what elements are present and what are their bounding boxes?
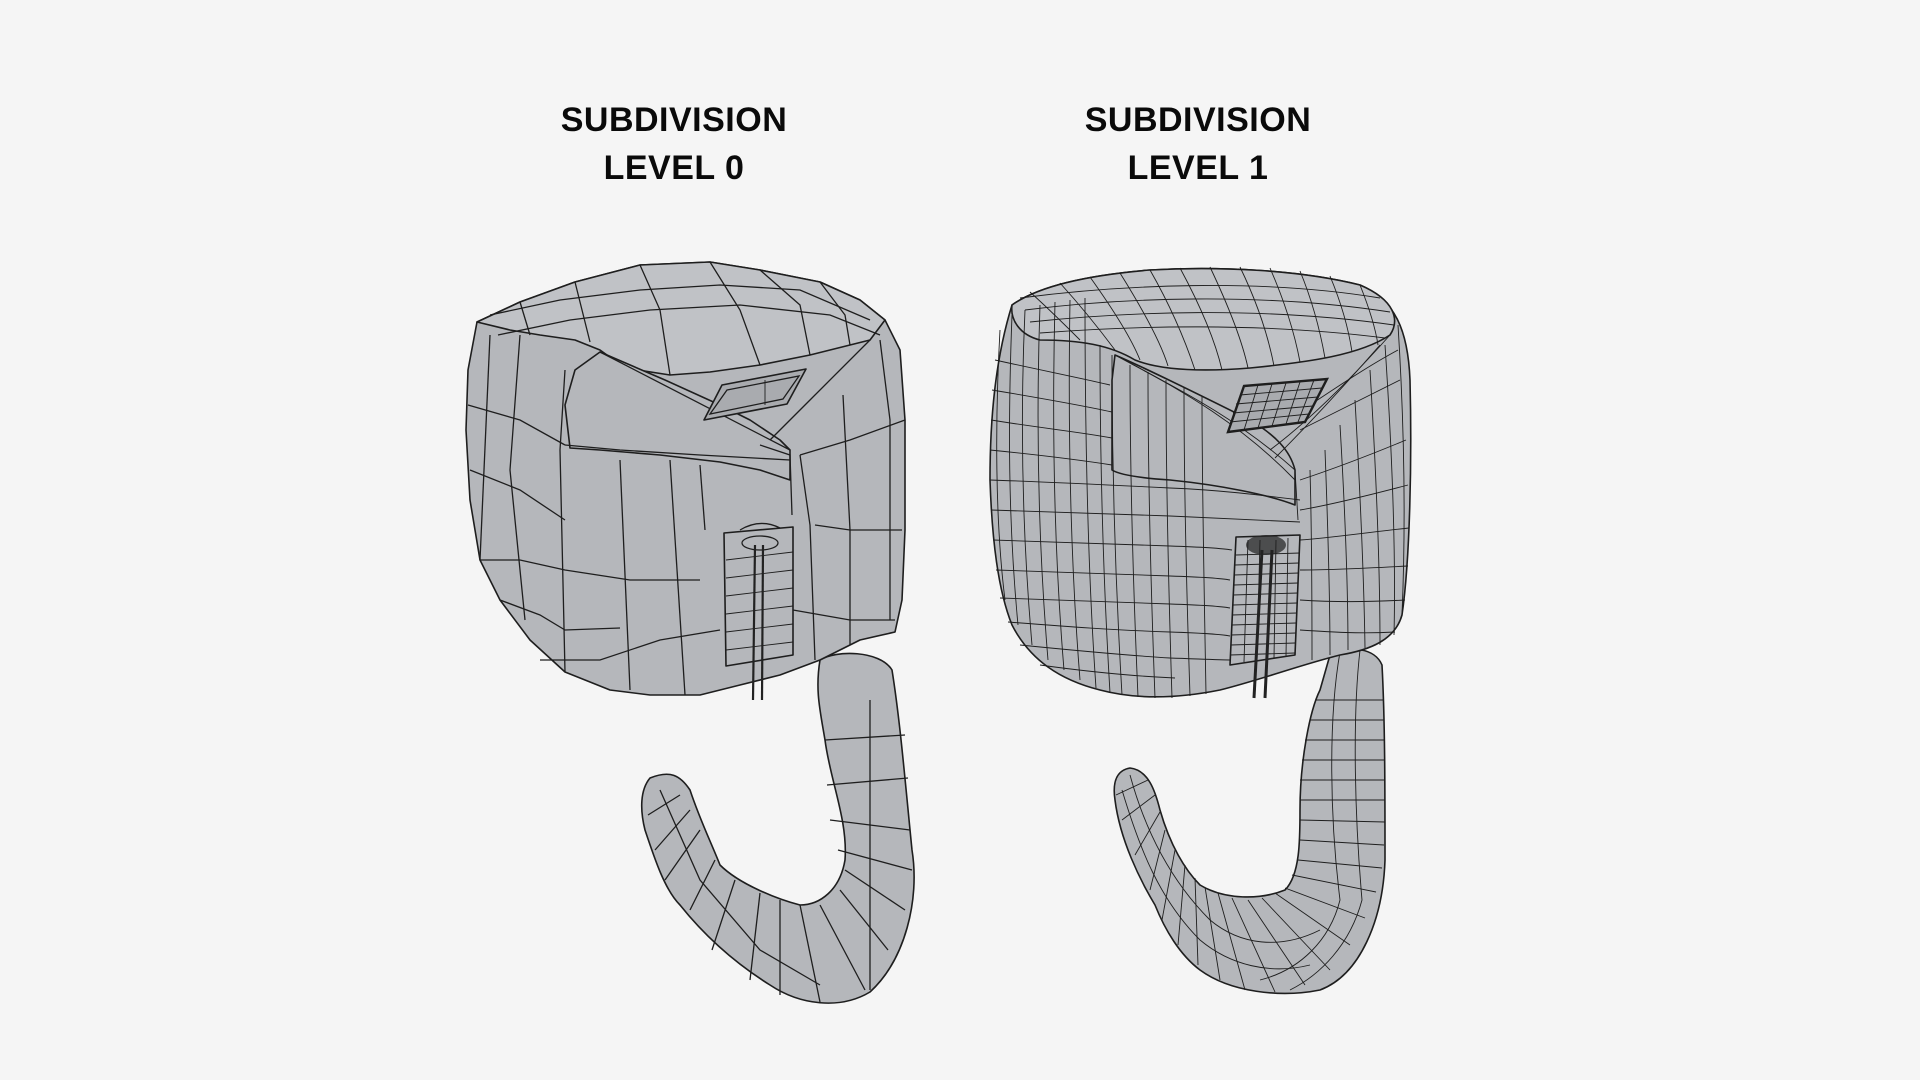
title-line-2: LEVEL 0 — [603, 149, 745, 187]
mesh-level-1 — [989, 266, 1412, 995]
strap-subdivided — [1113, 648, 1386, 995]
title-line-1: SUBDIVISION — [1084, 101, 1312, 139]
panel-title-level-1: SUBDIVISION LEVEL 1 — [998, 96, 1398, 192]
pouch-body-low-poly — [465, 261, 906, 701]
pouch-body-subdivided — [989, 266, 1412, 699]
title-line-2: LEVEL 1 — [1127, 149, 1269, 187]
zipper-pull-low-poly — [723, 522, 794, 701]
title-line-1: SUBDIVISION — [560, 101, 788, 139]
zipper-pull-subdivided — [1229, 534, 1301, 699]
strap-low-poly — [640, 652, 915, 1004]
panel-title-level-0: SUBDIVISION LEVEL 0 — [474, 96, 874, 192]
mesh-level-0 — [465, 261, 915, 1004]
window-low-poly — [703, 368, 807, 421]
window-subdivided — [1226, 377, 1330, 434]
